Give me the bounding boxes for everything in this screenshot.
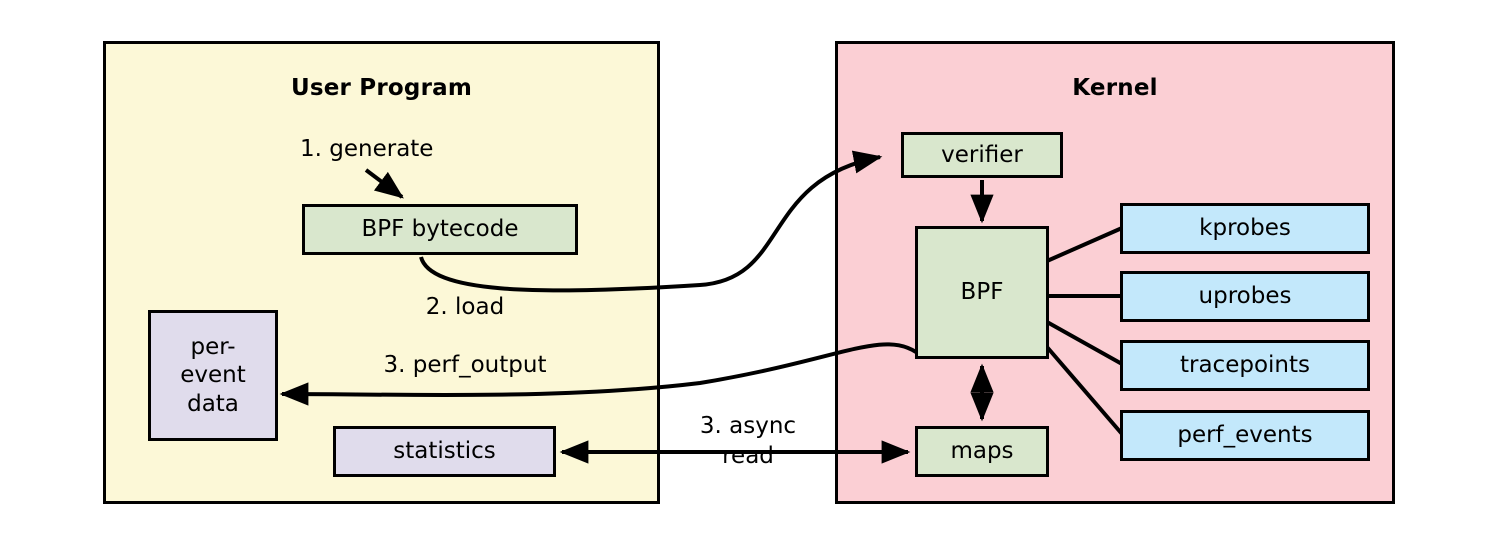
edge-perf-output-curve (279, 342, 918, 406)
edge-label-async-read-line1: 3. async (699, 413, 797, 439)
node-per-event-data-line2: event (180, 362, 246, 389)
edge-label-perf-output: 3. perf_output (383, 352, 547, 378)
node-statistics-label: statistics (393, 438, 496, 465)
edge-label-generate: 1. generate (300, 136, 434, 162)
node-bpf-label: BPF (960, 279, 1004, 306)
node-per-event-data[interactable]: per- event data (148, 310, 278, 441)
node-per-event-data-line1: per- (190, 334, 236, 361)
node-maps[interactable]: maps (915, 426, 1049, 477)
edge-label-async-read-line2: read (722, 442, 774, 469)
node-verifier[interactable]: verifier (901, 132, 1063, 178)
node-statistics[interactable]: statistics (333, 426, 556, 477)
node-uprobes-label: uprobes (1198, 283, 1292, 310)
node-bpf-bytecode-label: BPF bytecode (361, 216, 519, 243)
node-bpf[interactable]: BPF (915, 226, 1049, 359)
panel-kernel-title: Kernel (1072, 75, 1158, 101)
node-kprobes[interactable]: kprobes (1120, 203, 1370, 254)
node-kprobes-label: kprobes (1199, 215, 1291, 242)
node-perf-events[interactable]: perf_events (1120, 410, 1370, 461)
edge-bpf-to-tracepoints (1046, 320, 1123, 366)
node-tracepoints[interactable]: tracepoints (1120, 340, 1370, 391)
node-uprobes[interactable]: uprobes (1120, 271, 1370, 322)
node-maps-label: maps (950, 438, 1014, 465)
node-bpf-bytecode[interactable]: BPF bytecode (302, 204, 578, 255)
edge-generate-arrow (364, 168, 404, 199)
edge-label-async-read: 3. async read (700, 412, 796, 472)
edge-bpf-to-kprobes (1046, 226, 1123, 263)
edge-bpf-to-perfevents (1045, 345, 1124, 436)
node-per-event-data-line3: data (187, 390, 239, 417)
edge-label-load: 2. load (425, 294, 505, 320)
panel-user-program-title: User Program (290, 75, 472, 101)
node-verifier-label: verifier (941, 141, 1023, 168)
node-tracepoints-label: tracepoints (1179, 352, 1310, 379)
edge-load-curve (419, 150, 883, 293)
node-perf-events-label: perf_events (1177, 422, 1313, 449)
